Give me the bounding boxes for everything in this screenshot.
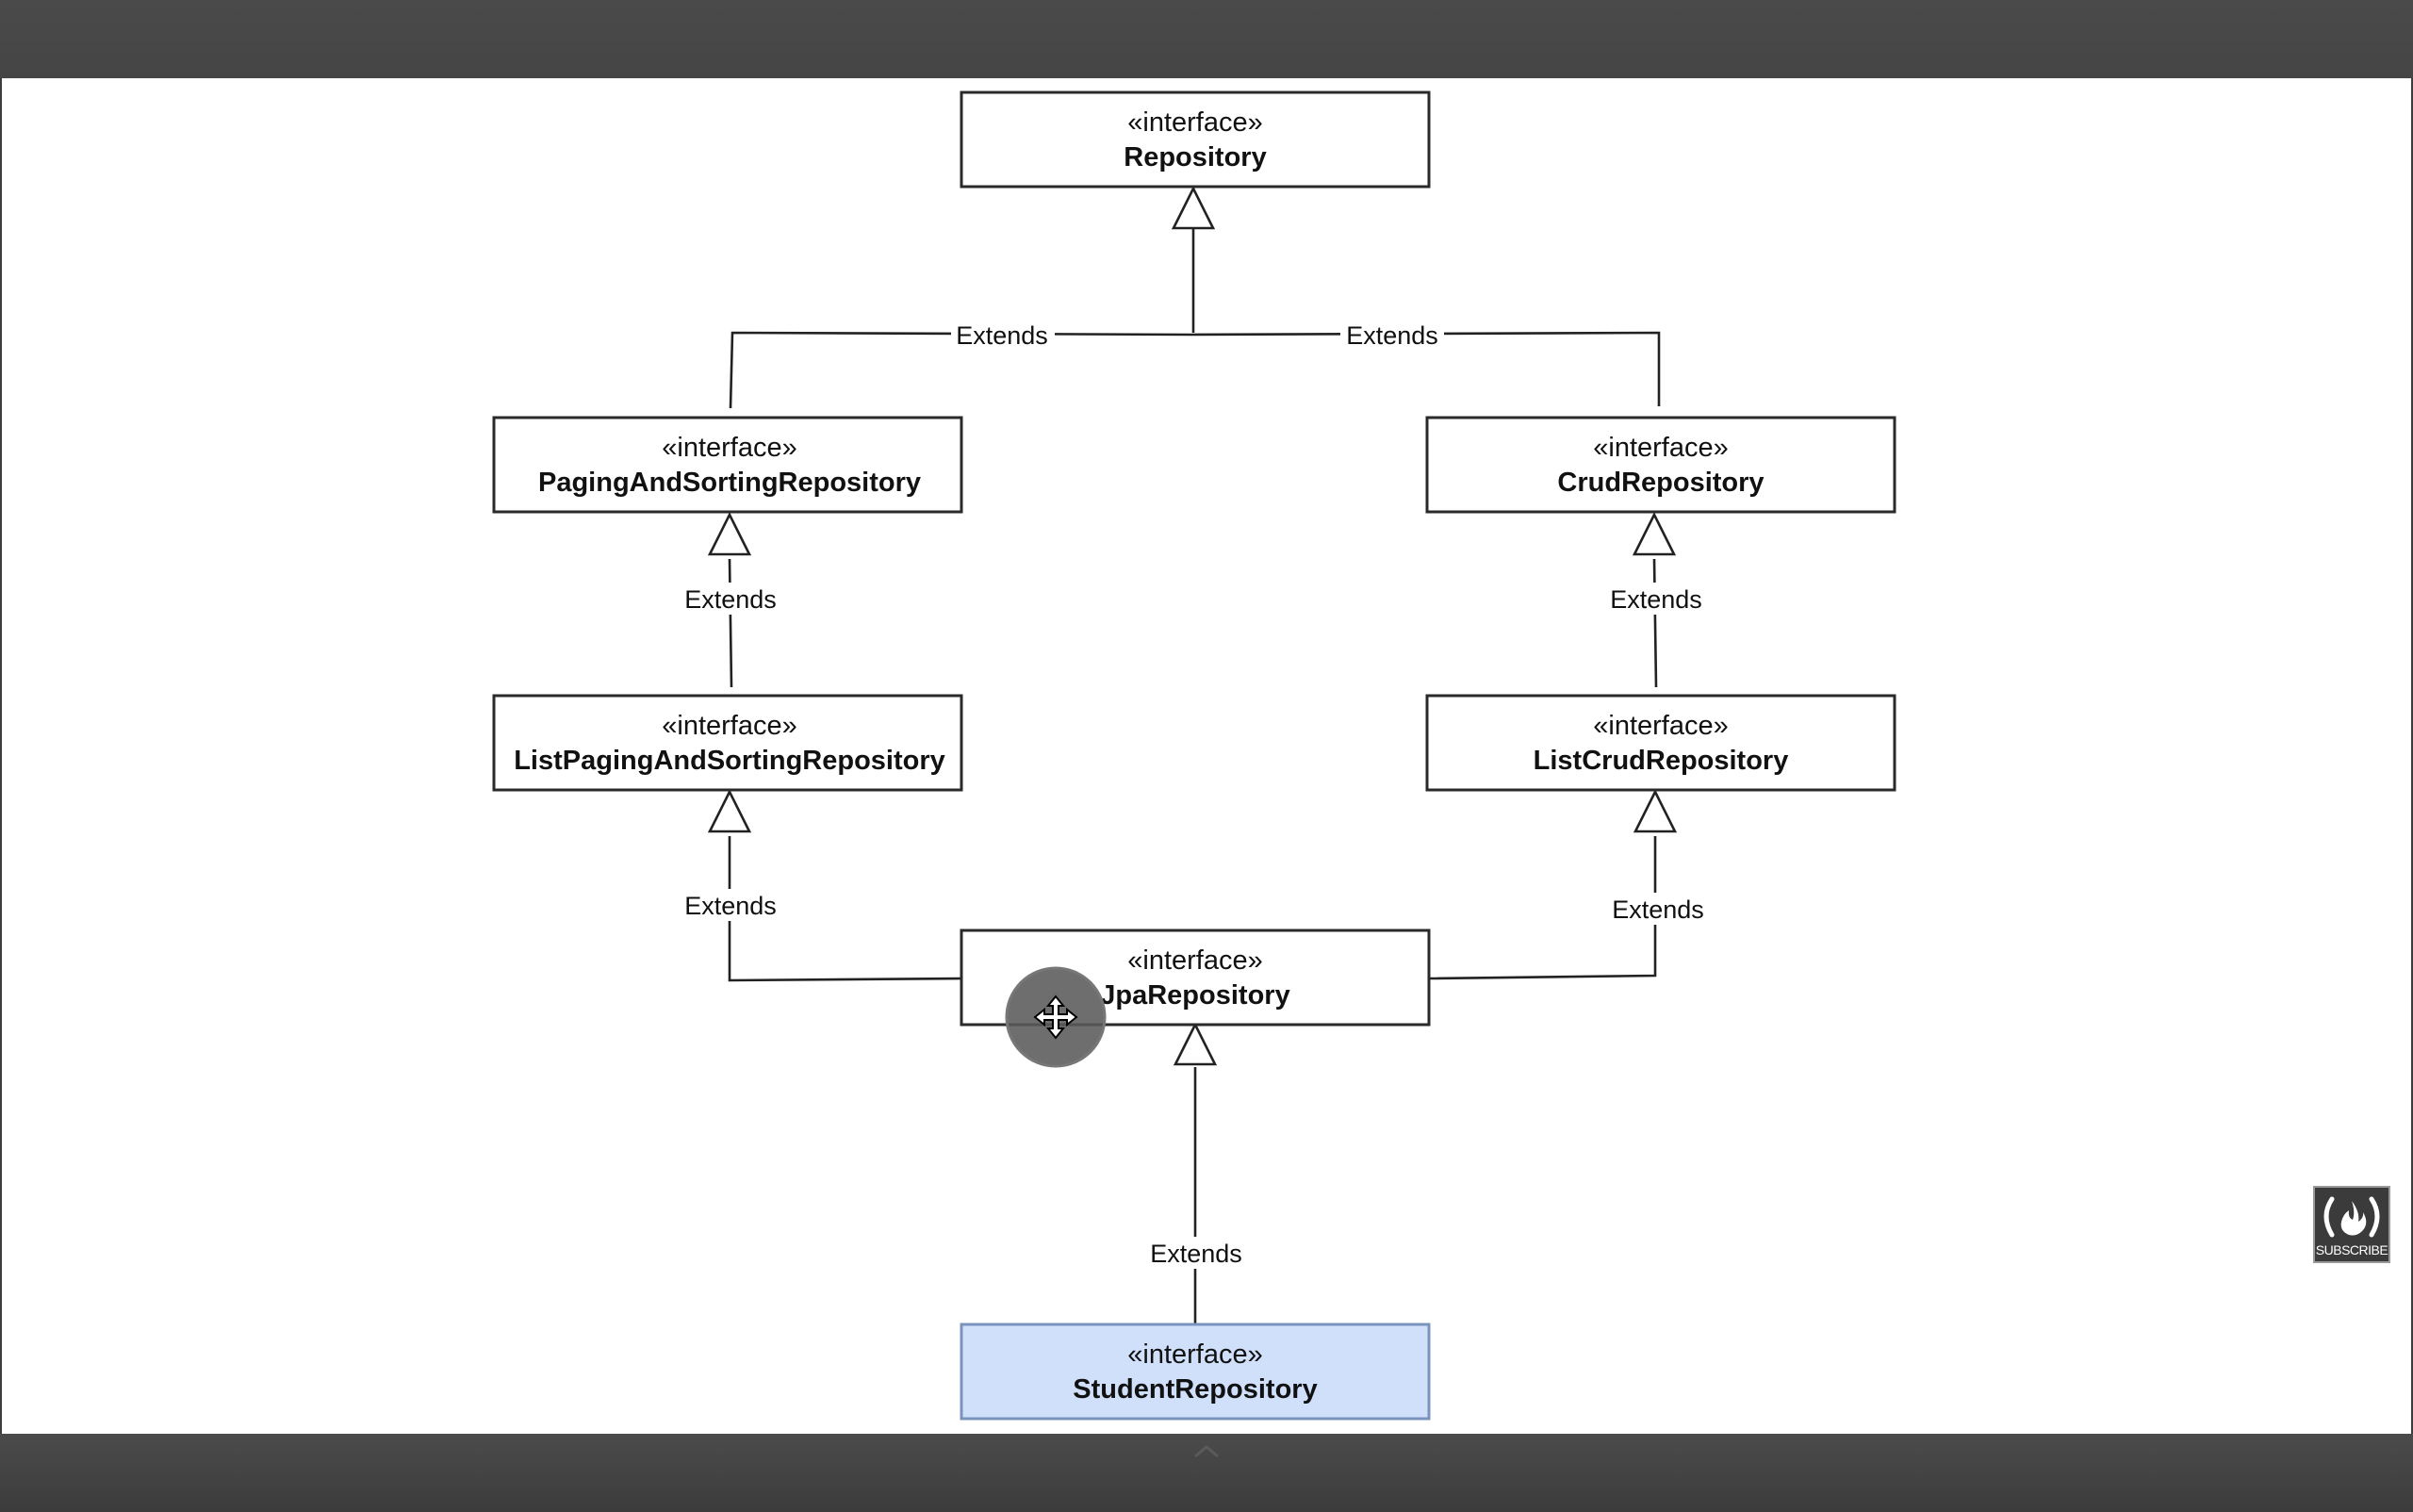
- edge-listcrud-to-crud: [1652, 558, 1658, 688]
- stereotype-label: «interface»: [662, 711, 797, 741]
- arrowhead-repository: [1171, 186, 1216, 230]
- subscribe-badge[interactable]: SUBSCRIBE: [2313, 1186, 2390, 1263]
- edge-listpaging-to-paging: [728, 558, 733, 688]
- node-student-repository[interactable]: «interface» StudentRepository: [960, 1323, 1431, 1421]
- stereotype-label: «interface»: [662, 433, 797, 463]
- chevron-up-icon[interactable]: [1190, 1442, 1223, 1461]
- freecodecamp-flame-icon: [2323, 1196, 2380, 1238]
- stereotype-label: «interface»: [1593, 433, 1729, 463]
- edge-label: Extends: [1150, 1240, 1242, 1268]
- uml-class-diagram: Extends Extends Extends Extends Extends …: [492, 90, 1896, 1421]
- interface-name: ListPagingAndSortingRepository: [514, 746, 945, 776]
- node-list-paging-and-sorting-repository[interactable]: «interface» ListPagingAndSortingReposito…: [492, 694, 963, 792]
- interface-name: Repository: [1124, 142, 1266, 173]
- arrowhead-listcrud: [1633, 789, 1678, 833]
- edge-label: Extends: [1346, 321, 1438, 350]
- edge-label: Extends: [956, 321, 1048, 350]
- interface-name: JpaRepository: [1100, 980, 1289, 1011]
- move-cursor-icon: [1005, 966, 1107, 1068]
- inheritance-arrowheads: [707, 186, 1678, 1066]
- edge-labels: Extends Extends Extends Extends Extends …: [679, 319, 1710, 1269]
- arrowhead-paging: [707, 512, 752, 556]
- subscribe-label: SUBSCRIBE: [2315, 1242, 2388, 1257]
- node-paging-and-sorting-repository[interactable]: «interface» PagingAndSortingRepository: [492, 416, 963, 514]
- node-crud-repository[interactable]: «interface» CrudRepository: [1425, 416, 1896, 514]
- stereotype-label: «interface»: [1593, 711, 1729, 741]
- node-repository[interactable]: «interface» Repository: [960, 90, 1431, 189]
- interface-name: StudentRepository: [1073, 1374, 1317, 1405]
- arrowhead-jpa: [1173, 1022, 1218, 1066]
- edge-label: Extends: [684, 585, 777, 614]
- stereotype-label: «interface»: [1127, 945, 1263, 976]
- interface-name: PagingAndSortingRepository: [538, 468, 921, 498]
- edge-jpa-to-listcrud: [1428, 836, 1657, 980]
- arrowhead-crud: [1632, 512, 1677, 556]
- interface-name: ListCrudRepository: [1534, 746, 1789, 776]
- stereotype-label: «interface»: [1127, 107, 1263, 138]
- node-list-crud-repository[interactable]: «interface» ListCrudRepository: [1425, 694, 1896, 792]
- edge-label: Extends: [1610, 585, 1702, 614]
- video-top-bar: [0, 0, 2413, 78]
- stereotype-label: «interface»: [1127, 1339, 1263, 1370]
- edge-jpa-to-listpaging: [728, 836, 962, 982]
- edge-label: Extends: [1612, 896, 1704, 924]
- diagram-canvas: Extends Extends Extends Extends Extends …: [2, 78, 2411, 1434]
- video-bottom-bar: [0, 1434, 2413, 1512]
- edge-label: Extends: [684, 892, 777, 920]
- interface-name: CrudRepository: [1557, 468, 1764, 498]
- arrowhead-listpaging: [707, 789, 752, 833]
